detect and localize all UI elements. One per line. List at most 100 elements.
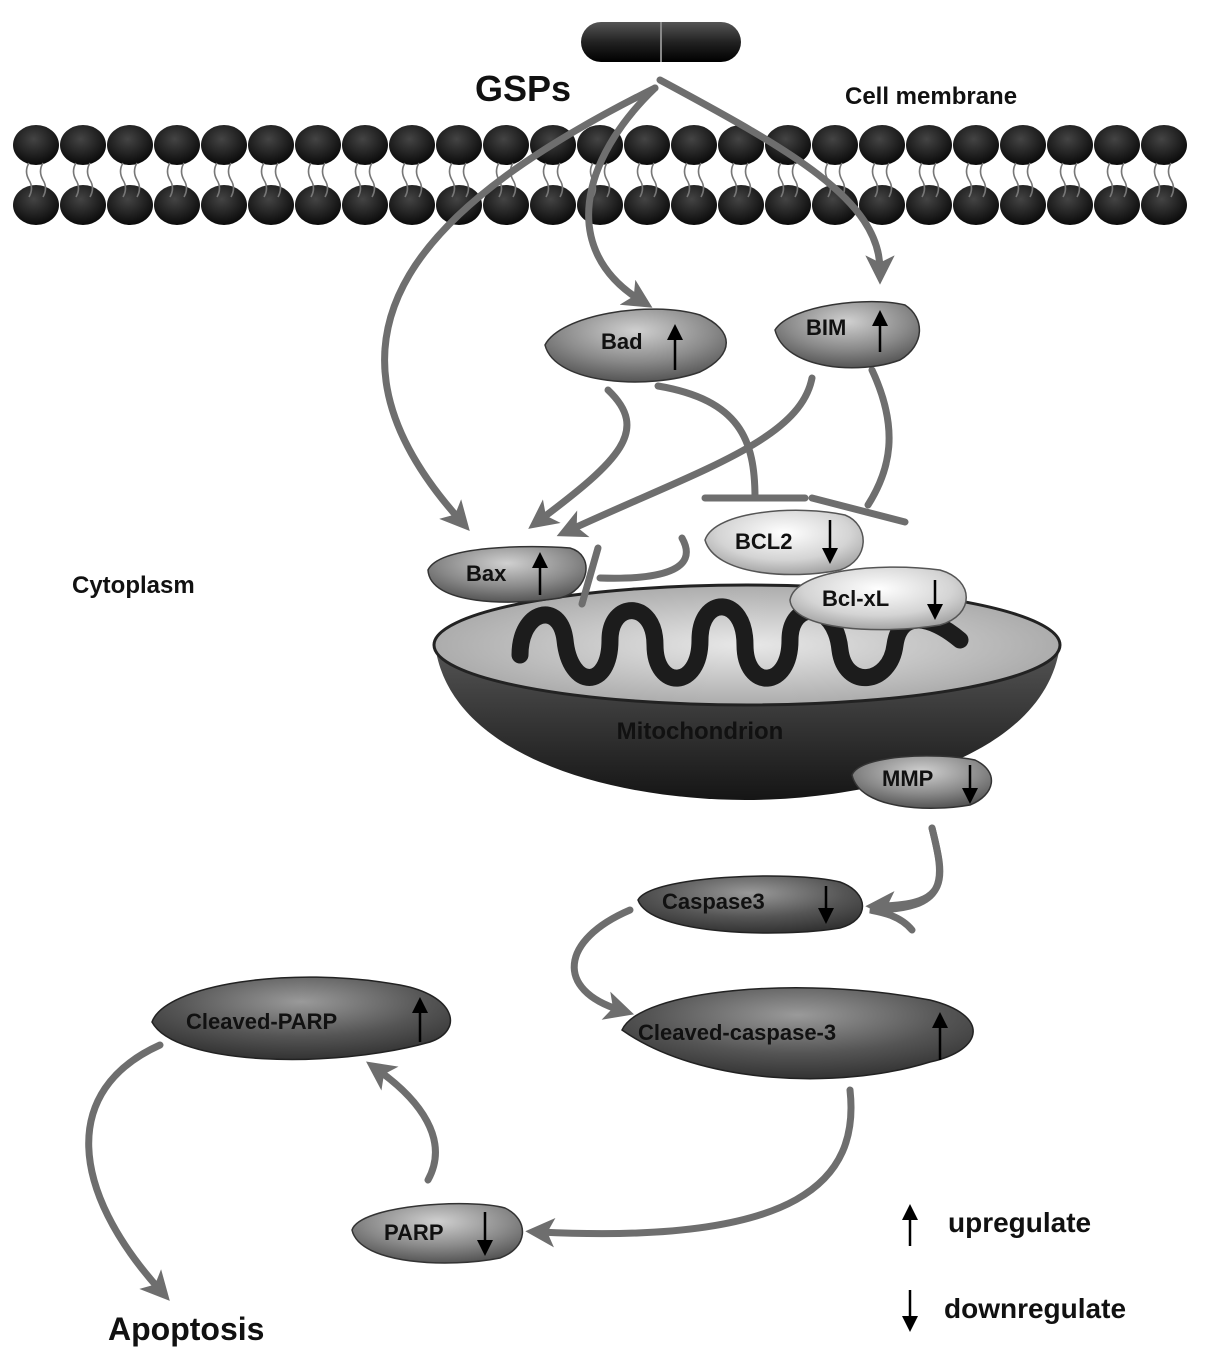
- bax-up-arrow-icon: [532, 552, 548, 595]
- lipid-tail: [180, 162, 188, 198]
- legend: upregulate downregulate: [902, 1204, 1126, 1332]
- lipid-tail: [1167, 162, 1175, 198]
- lipid-tail: [744, 162, 752, 198]
- node-caspase3-label: Caspase3: [662, 889, 765, 914]
- gsps-capsule: [581, 22, 741, 62]
- lipid-head-top: [1094, 125, 1140, 165]
- lipid-head-bottom: [13, 185, 59, 225]
- lipid-tail: [791, 162, 799, 198]
- node-bad-label: Bad: [601, 329, 643, 354]
- inhibition-lines: [654, 366, 909, 526]
- lipid-tail: [777, 162, 785, 198]
- node-bcl2-label: BCL2: [735, 529, 792, 554]
- lipid-tail: [979, 162, 987, 198]
- node-mmp[interactable]: MMP: [851, 755, 993, 809]
- lipid-tail: [636, 162, 644, 198]
- lipid-tail: [871, 162, 879, 198]
- lipid-head-bottom: [1094, 185, 1140, 225]
- lipid-tail: [556, 162, 564, 198]
- lipid-head-top: [389, 125, 435, 165]
- lipid-head-top: [953, 125, 999, 165]
- lipid-tail: [227, 162, 235, 198]
- lipid-tail: [1059, 162, 1067, 198]
- cytoplasm-label: Cytoplasm: [72, 572, 195, 599]
- lipid-tail: [932, 162, 940, 198]
- lipid-head-bottom: [530, 185, 576, 225]
- caspase3-down-arrow-icon: [818, 886, 834, 924]
- lipid-head-top: [107, 125, 153, 165]
- lipid-tail: [260, 162, 268, 198]
- bad-up-arrow-icon: [667, 324, 683, 370]
- gsps-label: GSPs: [475, 68, 571, 109]
- lipid-head-bottom: [624, 185, 670, 225]
- downstream-arrows: [85, 824, 944, 1301]
- lipid-tail: [603, 162, 611, 198]
- node-bim-label: BIM: [806, 315, 846, 340]
- lipid-tail: [415, 162, 423, 198]
- node-caspase3[interactable]: Caspase3: [637, 875, 864, 934]
- lipid-head-bottom: [60, 185, 106, 225]
- lipid-tail: [650, 162, 658, 198]
- node-bclxl[interactable]: Bcl-xL: [789, 566, 967, 631]
- node-parp[interactable]: PARP: [351, 1202, 524, 1264]
- lipid-tail: [321, 162, 329, 198]
- lipid-head-bottom: [389, 185, 435, 225]
- lipid-head-bottom: [483, 185, 529, 225]
- lipid-head-top: [1141, 125, 1187, 165]
- node-bcl2[interactable]: BCL2: [704, 509, 864, 576]
- legend-upregulate-label: upregulate: [948, 1207, 1091, 1238]
- lipid-tail: [133, 162, 141, 198]
- lipid-head-bottom: [342, 185, 388, 225]
- node-cleaved-caspase3[interactable]: Cleaved-caspase-3: [621, 987, 974, 1080]
- lipid-head-bottom: [577, 185, 623, 225]
- lipid-tail: [119, 162, 127, 198]
- lipid-tail: [72, 162, 80, 198]
- lipid-tail: [307, 162, 315, 198]
- cell-membrane-bilayer: [13, 125, 1187, 225]
- lipid-head-bottom: [201, 185, 247, 225]
- lipid-head-top: [342, 125, 388, 165]
- lipid-head-bottom: [154, 185, 200, 225]
- lipid-tail: [965, 162, 973, 198]
- activation-arrows: [528, 374, 816, 538]
- cell-membrane-label: Cell membrane: [845, 83, 1017, 110]
- lipid-tail: [354, 162, 362, 198]
- lipid-head-bottom: [1141, 185, 1187, 225]
- lipid-head-top: [812, 125, 858, 165]
- node-bax[interactable]: Bax: [427, 545, 587, 603]
- lipid-head-top: [624, 125, 670, 165]
- lipid-head-bottom: [248, 185, 294, 225]
- bax-membrane-links: [578, 534, 690, 608]
- lipid-head-top: [154, 125, 200, 165]
- lipid-head-bottom: [953, 185, 999, 225]
- lipid-tail: [838, 162, 846, 198]
- lipid-tail: [1012, 162, 1020, 198]
- lipid-tail: [448, 162, 456, 198]
- lipid-tail: [1026, 162, 1034, 198]
- lipid-tail: [683, 162, 691, 198]
- lipid-head-bottom: [718, 185, 764, 225]
- lipid-head-top: [248, 125, 294, 165]
- node-cleaved-parp[interactable]: Cleaved-PARP: [151, 976, 452, 1061]
- lipid-head-bottom: [859, 185, 905, 225]
- lipid-head-bottom: [295, 185, 341, 225]
- node-cleaved-parp-label: Cleaved-PARP: [186, 1009, 337, 1034]
- lipid-head-top: [859, 125, 905, 165]
- lipid-tail: [1120, 162, 1128, 198]
- lipid-tail: [542, 162, 550, 198]
- lipid-tail: [368, 162, 376, 198]
- legend-up-arrow-icon: [902, 1204, 918, 1246]
- lipid-head-top: [1000, 125, 1046, 165]
- lipid-head-top: [201, 125, 247, 165]
- lipid-head-bottom: [436, 185, 482, 225]
- cleaved-parp-up-arrow-icon: [412, 997, 428, 1042]
- lipid-tail: [509, 162, 517, 198]
- node-bclxl-label: Bcl-xL: [822, 586, 889, 611]
- lipid-tail: [25, 162, 33, 198]
- node-bim[interactable]: BIM: [774, 300, 921, 369]
- lipid-tail: [730, 162, 738, 198]
- node-bad[interactable]: Bad: [544, 308, 727, 383]
- lipid-tail: [86, 162, 94, 198]
- mitochondrion-label: Mitochondrion: [617, 718, 784, 745]
